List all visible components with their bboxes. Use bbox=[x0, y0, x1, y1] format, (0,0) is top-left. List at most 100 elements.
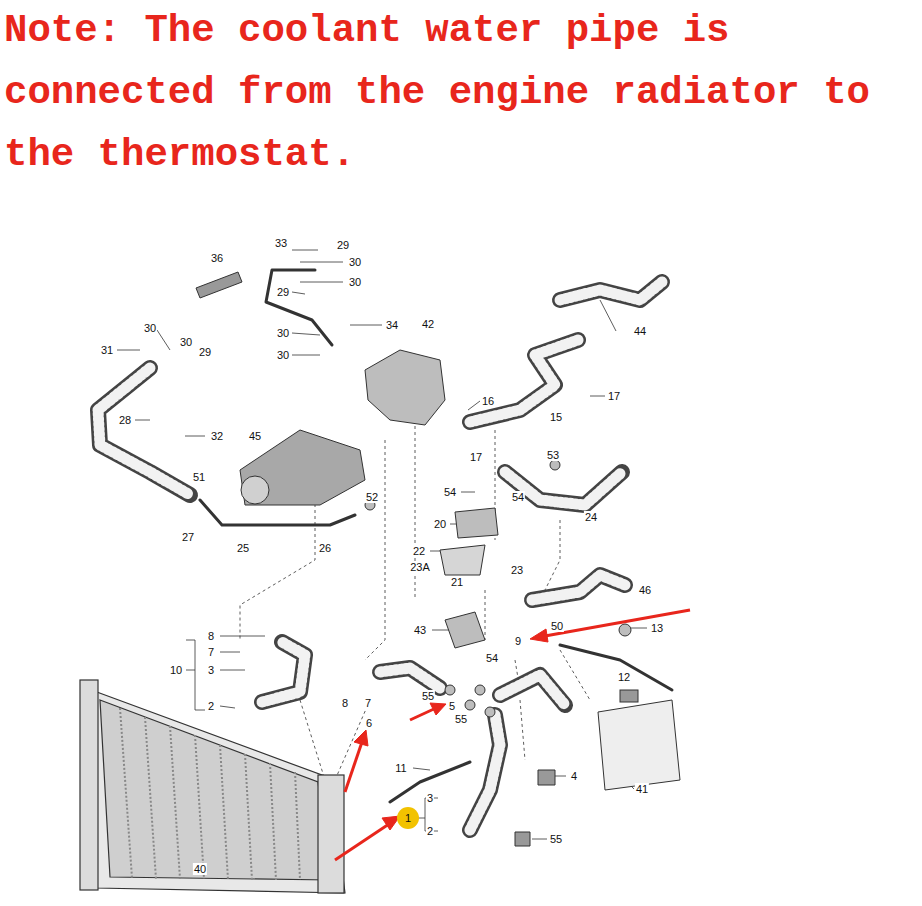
coolant-hoses bbox=[98, 282, 662, 830]
coolant-hoses bbox=[380, 668, 440, 688]
leader-ticks bbox=[432, 630, 450, 631]
leader-ticks bbox=[185, 436, 205, 437]
callout-number: 30 bbox=[179, 336, 193, 348]
leader-lines bbox=[520, 700, 525, 760]
callout-number: 4 bbox=[570, 770, 578, 782]
leader-ticks bbox=[292, 333, 320, 335]
engine-parts bbox=[465, 700, 475, 710]
leader-ticks bbox=[220, 670, 245, 671]
leader-ticks bbox=[220, 652, 240, 653]
leader-ticks bbox=[186, 670, 195, 671]
coolant-hoses bbox=[500, 675, 565, 705]
coolant-hoses bbox=[505, 472, 622, 505]
engine-parts bbox=[550, 460, 560, 470]
radiator bbox=[80, 680, 345, 893]
note-title: Note: The coolant water pipe is connecte… bbox=[4, 0, 920, 186]
callout-number: 50 bbox=[550, 620, 564, 632]
highlight-dot bbox=[397, 807, 419, 829]
callout-number: 30 bbox=[348, 256, 362, 268]
leader-ticks bbox=[220, 636, 265, 637]
leader-ticks bbox=[468, 401, 480, 410]
red-arrows bbox=[354, 730, 368, 746]
callout-number: 23 bbox=[510, 564, 524, 576]
radiator bbox=[80, 680, 98, 890]
callout-number: 7 bbox=[364, 697, 372, 709]
coolant-hoses bbox=[532, 575, 625, 600]
callout-number: 28 bbox=[118, 414, 132, 426]
engine-parts bbox=[445, 612, 485, 648]
engine-parts bbox=[445, 685, 455, 695]
red-arrows bbox=[335, 610, 690, 860]
callout-number: 9 bbox=[514, 635, 522, 647]
callout-number: 40 bbox=[193, 863, 207, 875]
engine-parts bbox=[241, 476, 269, 504]
callout-number: 17 bbox=[469, 451, 483, 463]
leader-ticks bbox=[300, 262, 343, 263]
coolant-hoses bbox=[500, 675, 565, 705]
callout-number: 22 bbox=[412, 545, 426, 557]
leader-ticks bbox=[292, 250, 318, 251]
engine-parts bbox=[365, 350, 445, 425]
callout-number: 13 bbox=[650, 622, 664, 634]
callout-number: 41 bbox=[635, 783, 649, 795]
coolant-hoses bbox=[470, 340, 578, 422]
coolant-hoses bbox=[262, 642, 305, 702]
leader-lines bbox=[365, 440, 385, 660]
callout-number: 29 bbox=[336, 239, 350, 251]
callout-number: 3 bbox=[426, 792, 434, 804]
callout-number: 33 bbox=[274, 237, 288, 249]
callout-number: 12 bbox=[617, 671, 631, 683]
engine-parts bbox=[619, 624, 631, 636]
callout-number: 42 bbox=[421, 318, 435, 330]
radiator bbox=[86, 688, 345, 893]
callout-number: 6 bbox=[365, 717, 373, 729]
coolant-hoses bbox=[98, 282, 662, 830]
engine-parts bbox=[196, 272, 680, 846]
engine-parts bbox=[196, 272, 242, 298]
callout-number: 15 bbox=[549, 411, 563, 423]
callout-number: 31 bbox=[100, 344, 114, 356]
callout-number: 44 bbox=[633, 325, 647, 337]
callout-number: 8 bbox=[341, 697, 349, 709]
callout-number: 27 bbox=[181, 531, 195, 543]
callout-number: 36 bbox=[210, 252, 224, 264]
leader-ticks bbox=[186, 640, 205, 710]
radiator bbox=[318, 775, 344, 893]
coolant-hoses bbox=[560, 645, 672, 690]
callout-number: 29 bbox=[276, 286, 290, 298]
leader-ticks bbox=[135, 420, 150, 421]
engine-parts bbox=[538, 770, 555, 785]
callout-number: 3 bbox=[207, 664, 215, 676]
leader-ticks bbox=[300, 282, 343, 283]
callout-number: 32 bbox=[210, 430, 224, 442]
callout-number: 16 bbox=[481, 395, 495, 407]
callout-number: 55 bbox=[454, 713, 468, 725]
leader-lines bbox=[545, 520, 560, 590]
coolant-hoses bbox=[532, 575, 625, 600]
coolant-hoses bbox=[470, 715, 500, 830]
leader-ticks bbox=[600, 300, 616, 331]
callout-number: 1 bbox=[404, 812, 412, 824]
engine-parts bbox=[475, 685, 485, 695]
radiator bbox=[100, 700, 330, 880]
callout-number: 26 bbox=[318, 542, 332, 554]
callout-number: 11 bbox=[394, 762, 407, 774]
callout-number: 55 bbox=[421, 690, 435, 702]
leader-ticks bbox=[220, 706, 235, 708]
engine-parts bbox=[485, 707, 495, 717]
leader-ticks bbox=[532, 839, 547, 840]
callout-number: 54 bbox=[511, 491, 525, 503]
callout-number: 30 bbox=[276, 327, 290, 339]
callout-number: 46 bbox=[638, 584, 652, 596]
callout-number: 7 bbox=[207, 646, 215, 658]
coolant-hoses bbox=[470, 715, 500, 830]
red-arrows bbox=[335, 822, 392, 860]
callout-number: 29 bbox=[198, 346, 212, 358]
coolant-hoses bbox=[266, 270, 332, 345]
engine-parts bbox=[455, 508, 498, 538]
callout-number: 52 bbox=[365, 491, 379, 503]
callout-number: 21 bbox=[450, 576, 464, 588]
engine-parts bbox=[515, 832, 530, 846]
coolant-hoses bbox=[560, 282, 662, 300]
engine-parts bbox=[620, 690, 638, 702]
